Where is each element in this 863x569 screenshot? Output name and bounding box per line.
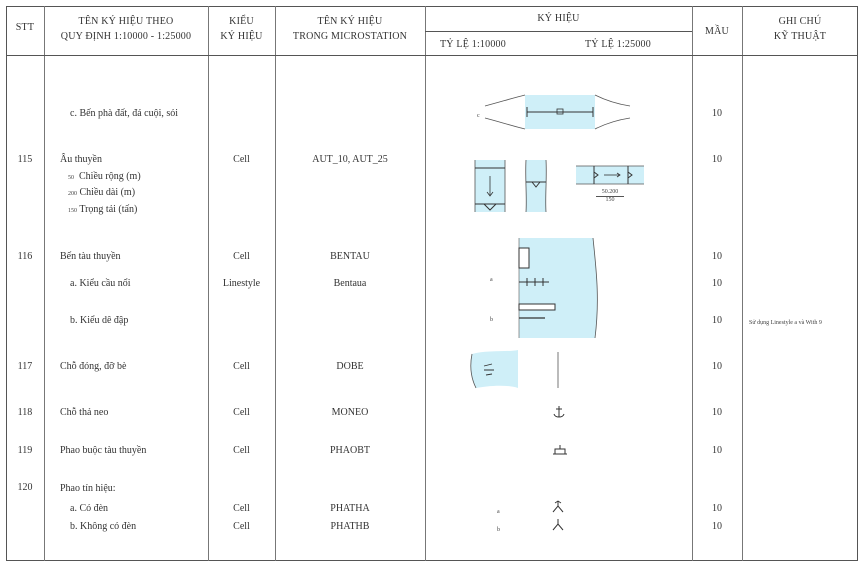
row-116a-mark: a <box>490 277 493 283</box>
header-stt: STT <box>15 22 35 33</box>
col-divider <box>742 6 743 561</box>
pier-symbol <box>518 237 598 339</box>
row-116-color: 10 <box>712 251 722 262</box>
row-119-stt: 119 <box>17 445 33 456</box>
row-119-type: Cell <box>233 445 250 456</box>
row-115-name: Âu thuyền <box>60 154 102 165</box>
row-117-stt: 117 <box>17 361 33 372</box>
table-frame <box>6 6 858 561</box>
row-120a-name: a. Có đèn <box>70 503 109 514</box>
row-116b-color: 10 <box>712 315 722 326</box>
row-118-type: Cell <box>233 407 250 418</box>
row-116b-note: Sử dụng Linestyle a và With 9 <box>749 320 822 326</box>
header-subdivider <box>425 31 692 32</box>
row-116-name: Bến tàu thuyền <box>60 251 121 262</box>
mooring-buoy-icon <box>553 445 567 455</box>
row-ben-pha-name: c. Bến phà đất, đá cuội, sỏi <box>70 108 179 119</box>
header-color: MẦU <box>705 26 729 37</box>
row-120a-color: 10 <box>712 503 722 514</box>
row-120a-ms: PHATHA <box>330 503 370 514</box>
row-116a-name: a. Kiểu cầu nổi <box>70 278 131 289</box>
row-116a-ms: Bentaua <box>333 278 367 289</box>
header-ms-name: TÊN KÝ HIỆU TRONG MICROSTATION <box>292 16 408 42</box>
row-119-name: Phao buộc tàu thuyền <box>60 445 147 456</box>
row-116-stt: 116 <box>17 251 33 262</box>
row-119-color: 10 <box>712 445 722 456</box>
signal-buoy-lit-icon <box>552 500 564 513</box>
col-divider <box>425 6 426 561</box>
col-divider <box>692 6 693 561</box>
lock-plan-symbol <box>576 165 644 185</box>
lock-label-top: 50.200 <box>596 189 624 197</box>
header-note: GHI CHÚ KỸ THUẬT <box>773 16 827 42</box>
header-bottom-line <box>6 55 858 56</box>
row-117-ms: DOBE <box>336 361 364 372</box>
row-ben-pha-mark: c <box>477 113 480 119</box>
row-120-stt: 120 <box>17 482 33 493</box>
header-name: TÊN KÝ HIỆU THEO QUY ĐỊNH 1:10000 - 1:25… <box>60 16 192 42</box>
row-116a-color: 10 <box>712 278 722 289</box>
lock-10k-symbol <box>474 160 506 212</box>
row-120-name: Phao tín hiệu: <box>60 483 116 494</box>
row-120b-mark: b <box>497 527 500 533</box>
row-116b-mark: b <box>490 317 493 323</box>
header-scale-10k: TỶ LỆ 1:10000 <box>440 39 506 50</box>
row-120b-color: 10 <box>712 521 722 532</box>
row-120b-type: Cell <box>233 521 250 532</box>
col-divider <box>208 6 209 561</box>
row-115-color: 10 <box>712 154 722 165</box>
row-120b-name: b. Không có đèn <box>70 521 137 532</box>
lock-label-bottom: 150 <box>605 197 615 203</box>
row-117-type: Cell <box>233 361 250 372</box>
col-divider <box>44 6 45 561</box>
raft-dock-symbol <box>470 350 559 389</box>
lock-25k-symbol <box>525 159 547 213</box>
row-ben-pha-color: 10 <box>712 108 722 119</box>
row-116-ms: BENTAU <box>330 251 370 262</box>
row-115-sub3: 150 Trọng tải (tấn) <box>68 204 138 215</box>
row-117-color: 10 <box>712 361 722 372</box>
row-120b-ms: PHATHB <box>330 521 370 532</box>
row-118-stt: 118 <box>17 407 33 418</box>
row-119-ms: PHAOBT <box>329 445 370 456</box>
row-120a-type: Cell <box>233 503 250 514</box>
row-115-stt: 115 <box>17 154 33 165</box>
row-115-ms: AUT_10, AUT_25 <box>312 154 388 165</box>
row-116b-name: b. Kiểu dê đập <box>70 315 129 326</box>
row-115-sub1: 50 Chiều rộng (m) <box>68 171 141 182</box>
row-118-color: 10 <box>712 407 722 418</box>
row-118-ms: MONEO <box>331 407 369 418</box>
header-scale-25k: TỶ LỆ 1:25000 <box>585 39 651 50</box>
row-117-name: Chỗ đóng, đỡ bè <box>60 361 127 372</box>
header-symbol: KÝ HIỆU <box>537 13 580 24</box>
col-divider <box>275 6 276 561</box>
row-116-type: Cell <box>233 251 250 262</box>
anchor-icon <box>553 406 565 418</box>
row-118-name: Chỗ thả neo <box>60 407 109 418</box>
row-116a-type: Linestyle <box>222 278 261 289</box>
row-115-sub2: 200 Chiều dài (m) <box>68 187 136 198</box>
header-type: KIỂU KÝ HIỆU <box>220 16 263 42</box>
row-120a-mark: a <box>497 509 500 515</box>
ferry-landing-symbol <box>484 94 631 130</box>
row-115-type: Cell <box>233 154 250 165</box>
signal-buoy-unlit-icon <box>552 519 564 531</box>
